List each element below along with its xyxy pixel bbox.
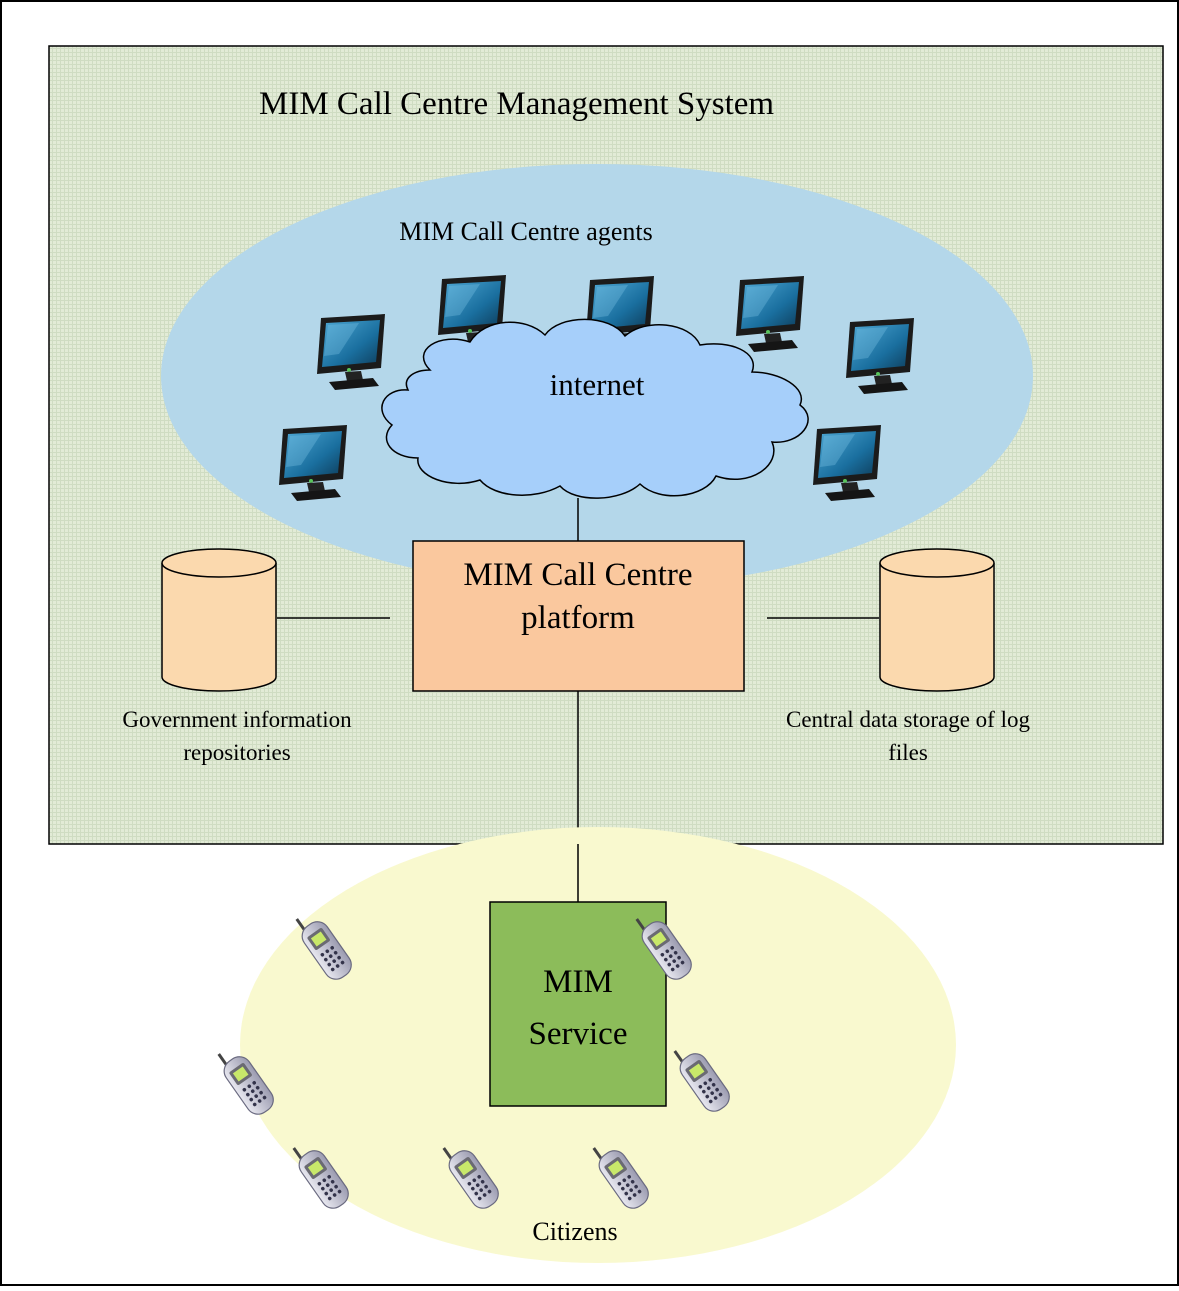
system-title: MIM Call Centre Management System	[259, 86, 774, 122]
gov-repo-label: repositories	[183, 740, 290, 765]
platform-box	[412, 540, 745, 692]
gov-repo-label: Government information	[122, 707, 352, 732]
service-label: MIM	[543, 964, 613, 1000]
internet-label: internet	[550, 367, 645, 402]
citizens-label: Citizens	[532, 1217, 617, 1246]
service-label: Service	[529, 1016, 628, 1052]
gov-repository-cylinder-icon	[161, 548, 277, 692]
log-storage-cylinder-icon	[879, 548, 995, 692]
log-storage-label: files	[888, 740, 928, 765]
log-storage-label: Central data storage of log	[786, 707, 1030, 732]
platform-label: MIM Call Centre	[463, 557, 692, 593]
agents-label: MIM Call Centre agents	[399, 217, 652, 246]
platform-label: platform	[521, 600, 635, 636]
service-box	[489, 901, 667, 1107]
internet-cloud-icon	[381, 318, 809, 499]
